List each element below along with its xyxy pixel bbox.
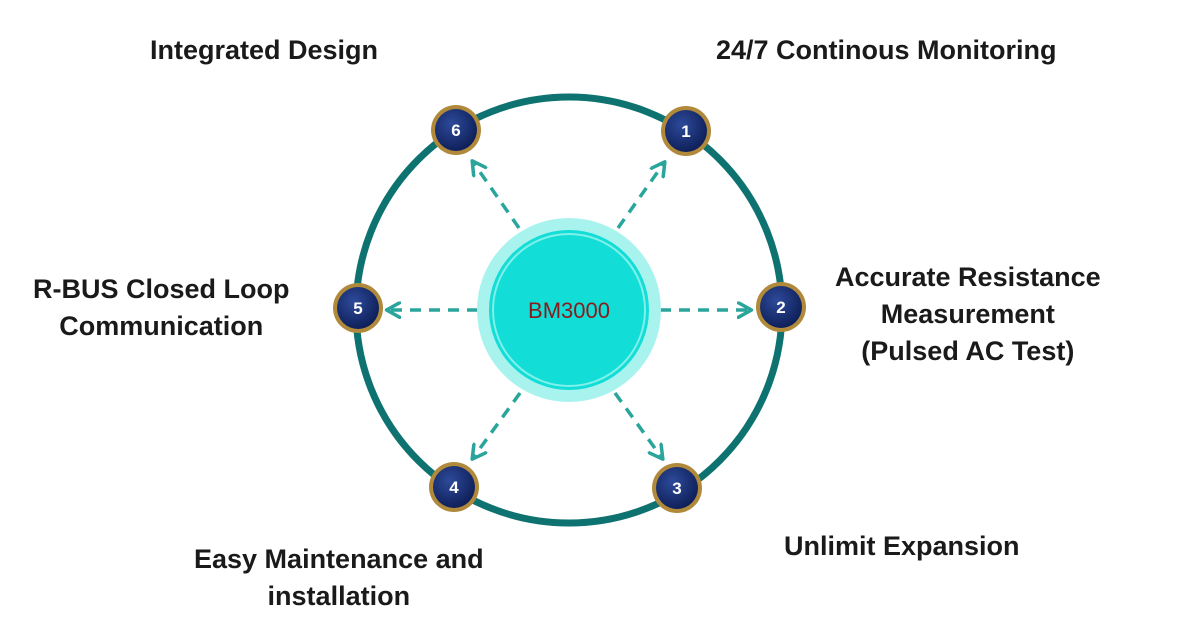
label-line: Measurement xyxy=(880,299,1055,329)
node-number: 4 xyxy=(449,478,459,497)
label-node-1: 24/7 Continous Monitoring xyxy=(716,32,1056,69)
label-line: Accurate Resistance xyxy=(835,262,1101,292)
label-node-4: Easy Maintenance and installation xyxy=(194,541,484,615)
center-hub: BM3000 xyxy=(477,218,661,402)
node-2: 2 xyxy=(756,282,806,332)
label-line: Easy Maintenance and xyxy=(194,544,484,574)
label-line: (Pulsed AC Test) xyxy=(861,336,1075,366)
node-6: 6 xyxy=(431,105,481,155)
label-line: Unlimit Expansion xyxy=(784,531,1020,561)
arrow-to-node-1 xyxy=(616,163,664,230)
label-line: 24/7 Continous Monitoring xyxy=(716,35,1057,65)
node-circle xyxy=(435,109,477,151)
node-3: 3 xyxy=(652,463,702,513)
node-circle xyxy=(760,286,802,328)
label-node-2: Accurate Resistance Measurement (Pulsed … xyxy=(835,259,1101,370)
node-circle xyxy=(337,287,379,329)
node-circle xyxy=(433,466,475,508)
label-line: Communication xyxy=(59,311,264,341)
node-1: 1 xyxy=(661,106,711,156)
nodes: 1 2 3 4 5 6 xyxy=(333,105,806,513)
label-line: installation xyxy=(267,581,411,611)
label-node-5: R-BUS Closed Loop Communication xyxy=(33,271,290,345)
center-label: BM3000 xyxy=(528,298,610,323)
node-circle xyxy=(656,467,698,509)
node-circle xyxy=(665,110,707,152)
arrow-to-node-4 xyxy=(473,391,522,458)
node-5: 5 xyxy=(333,283,383,333)
node-number: 1 xyxy=(681,122,690,141)
node-number: 2 xyxy=(776,298,785,317)
node-number: 6 xyxy=(451,121,460,140)
arrow-to-node-6 xyxy=(473,162,521,230)
label-line: Integrated Design xyxy=(150,35,379,65)
label-line: R-BUS Closed Loop xyxy=(33,274,290,304)
arrows xyxy=(388,162,750,458)
arrow-to-node-3 xyxy=(613,391,662,458)
node-number: 5 xyxy=(353,299,362,318)
label-node-3: Unlimit Expansion xyxy=(784,528,1020,565)
node-number: 3 xyxy=(672,479,681,498)
label-node-6: Integrated Design xyxy=(150,32,378,69)
node-4: 4 xyxy=(429,462,479,512)
